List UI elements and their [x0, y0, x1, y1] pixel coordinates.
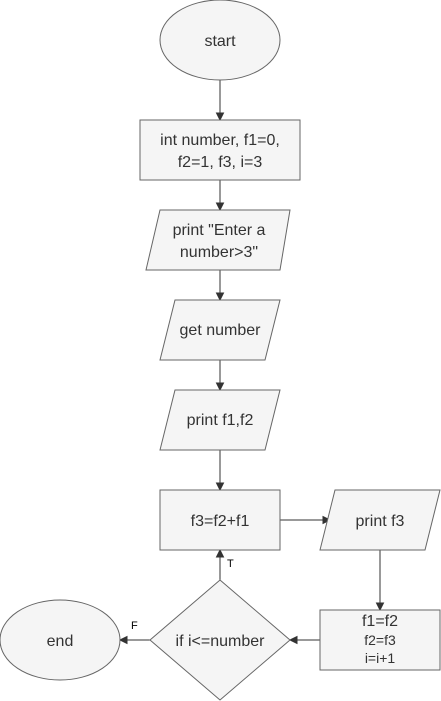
start-node: start: [159, 0, 281, 81]
arrowhead: [118, 635, 128, 645]
prompt-node: print "Enter a number>3": [145, 209, 291, 271]
arrowhead: [215, 382, 225, 392]
end-label: end: [47, 633, 74, 650]
arrowhead: [322, 515, 332, 525]
decision-label: if i<=number: [176, 633, 266, 650]
update-node: f1=f2 f2=f3 i=i+1: [319, 609, 441, 671]
print-f3-label: print f3: [356, 513, 405, 530]
arrowhead: [288, 635, 298, 645]
edges: T F: [118, 80, 385, 645]
false-label: F: [131, 620, 138, 632]
arrowhead: [375, 602, 385, 612]
prompt-label-line-1: print "Enter a: [173, 222, 266, 239]
get-number-label: get number: [180, 322, 262, 339]
arrowhead: [215, 202, 225, 212]
declare-node: int number, f1=0, f2=1, f3, i=3: [139, 119, 301, 181]
decision-node: if i<=number: [149, 579, 291, 701]
update-label-line-1: f1=f2: [362, 613, 398, 630]
print-f1-f2-node: print f1,f2: [159, 389, 281, 451]
arrowhead: [215, 548, 225, 558]
declare-label-line-2: f2=1, f3, i=3: [178, 154, 263, 171]
compute-node: f3=f2+f1: [159, 489, 281, 551]
compute-label: f3=f2+f1: [191, 513, 250, 530]
declare-label-line-1: int number, f1=0,: [160, 132, 280, 149]
arrowhead: [215, 482, 225, 492]
print-f1-f2-label: print f1,f2: [187, 412, 254, 429]
update-label-line-3: i=i+1: [365, 650, 396, 666]
end-node: end: [0, 599, 121, 681]
print-f3-node: print f3: [319, 489, 441, 551]
prompt-label-line-2: number>3": [180, 244, 258, 261]
update-label-line-2: f2=f3: [364, 632, 396, 648]
get-number-node: get number: [159, 299, 281, 361]
start-label: start: [204, 33, 236, 50]
true-label: T: [227, 558, 234, 570]
arrowhead: [215, 292, 225, 302]
arrowhead: [215, 112, 225, 122]
